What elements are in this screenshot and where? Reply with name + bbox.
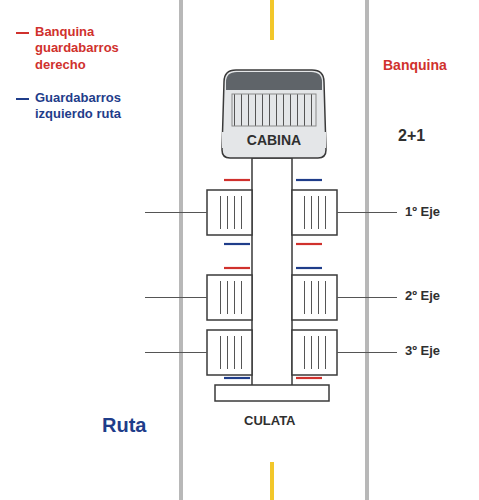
wheel	[292, 330, 337, 375]
road-edge	[365, 0, 369, 500]
wheel	[292, 190, 337, 235]
fender-mark	[296, 243, 322, 245]
fender-mark	[296, 267, 322, 269]
leader-line	[337, 212, 397, 213]
leader-line	[337, 352, 397, 353]
road-edge	[179, 0, 183, 500]
chassis	[252, 158, 292, 386]
shoulder-label: Banquina	[383, 57, 447, 73]
leader-line	[337, 297, 397, 298]
legend-text: Guardabarros izquierdo ruta	[35, 90, 153, 123]
legend-text: Banquina guardabarros derecho	[35, 24, 153, 73]
fender-mark	[224, 243, 250, 245]
leader-line	[145, 297, 207, 298]
wheel	[207, 330, 252, 375]
axle-label: 3º Eje	[405, 344, 440, 359]
leader-line	[145, 212, 207, 213]
center-dash	[270, 0, 274, 40]
wheel	[207, 275, 252, 320]
legend-entry: Guardabarros izquierdo ruta	[16, 90, 153, 123]
fender-mark	[296, 179, 322, 181]
axle-label: 2º Eje	[405, 289, 440, 304]
legend-swatch	[16, 98, 29, 100]
cabin-label: CABINA	[222, 132, 326, 148]
cabin-box: CABINA	[222, 70, 326, 158]
legend-entry: Banquina guardabarros derecho	[16, 24, 153, 73]
rear-label: CULATA	[244, 414, 296, 429]
wheel	[207, 190, 252, 235]
fender-mark	[224, 377, 250, 379]
center-dash	[270, 462, 274, 500]
wheel	[292, 275, 337, 320]
leader-line	[145, 352, 207, 353]
axle-config: 2+1	[398, 127, 425, 145]
road-label: Ruta	[102, 414, 146, 437]
legend-swatch	[16, 32, 29, 34]
rear-bumper	[215, 385, 329, 401]
fender-mark	[224, 179, 250, 181]
fender-mark	[224, 267, 250, 269]
cabin-shape	[222, 70, 326, 158]
axle-label: 1º Eje	[405, 205, 440, 220]
fender-mark	[296, 377, 322, 379]
